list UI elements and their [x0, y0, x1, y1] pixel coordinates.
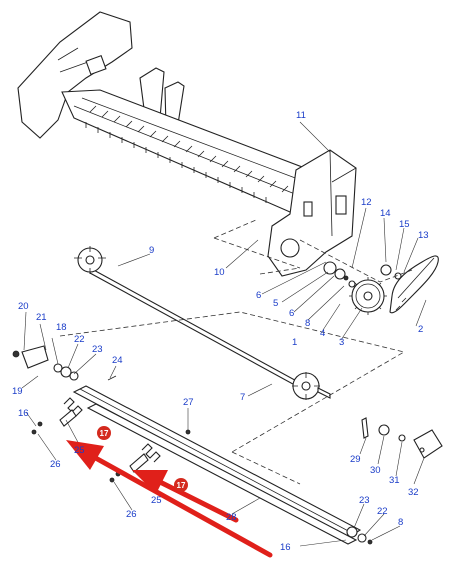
callout-20: 20 [18, 301, 29, 312]
callout-16-lower: 16 [280, 542, 291, 553]
guide-line [59, 311, 406, 453]
callout-7: 7 [240, 392, 245, 403]
callout-15: 15 [399, 219, 410, 230]
callout-32: 32 [408, 487, 419, 498]
shaft-28 [72, 385, 362, 545]
callout-29: 29 [350, 454, 361, 465]
guide-line [231, 451, 301, 485]
callout-2: 2 [418, 324, 423, 335]
drive-parts [299, 239, 439, 315]
badge-17-upper: 17 [97, 426, 111, 440]
red-arrow-lower-head [132, 470, 168, 494]
red-arrow-lower [153, 477, 239, 523]
conveyor-assembly [17, 11, 357, 277]
callout-25-upper: 25 [74, 445, 85, 456]
callout-24: 24 [112, 355, 123, 366]
callout-26-upper: 26 [50, 459, 61, 470]
callout-25-lower: 25 [151, 495, 162, 506]
left-parts [12, 345, 191, 483]
badge-17-lower: 17 [174, 478, 188, 492]
callout-3: 3 [339, 337, 344, 348]
callout-27: 27 [183, 397, 194, 408]
callout-31: 31 [389, 475, 400, 486]
callout-8-upper: 8 [305, 318, 310, 329]
leader-lines [21, 121, 427, 547]
callout-9: 9 [149, 245, 154, 256]
right-bottom-parts [346, 417, 443, 545]
callout-11: 11 [296, 110, 306, 121]
callout-23-right: 23 [359, 495, 370, 506]
callout-14: 14 [380, 208, 391, 219]
callout-23-left: 23 [92, 344, 103, 355]
callout-19: 19 [12, 386, 23, 397]
svg-text:17: 17 [177, 481, 186, 490]
callout-22-right: 22 [377, 506, 388, 517]
callout-6-upper: 6 [256, 290, 261, 301]
callout-13: 13 [418, 230, 429, 241]
callout-28: 28 [226, 512, 237, 523]
callout-26-lower: 26 [126, 509, 137, 520]
callout-22-left: 22 [74, 334, 85, 345]
callout-16-upper: 16 [18, 408, 29, 419]
callout-6-lower: 6 [289, 308, 294, 319]
shaft-9 [74, 246, 331, 400]
callout-12: 12 [361, 197, 372, 208]
callout-8-lower: 8 [398, 517, 403, 528]
callout-21: 21 [36, 312, 47, 323]
callout-4: 4 [320, 328, 325, 339]
callout-30: 30 [370, 465, 381, 476]
callout-18: 18 [56, 322, 67, 333]
callout-10: 10 [214, 267, 225, 278]
red-arrow-upper-head [66, 440, 104, 470]
svg-text:17: 17 [100, 429, 109, 438]
callout-1: 1 [292, 337, 297, 348]
red-arrow-upper [89, 453, 273, 558]
highlight-arrows [66, 440, 273, 558]
callout-5: 5 [273, 298, 278, 309]
callout-labels: 11 12 14 15 13 9 10 6 5 6 8 4 3 2 1 7 20… [12, 110, 429, 553]
